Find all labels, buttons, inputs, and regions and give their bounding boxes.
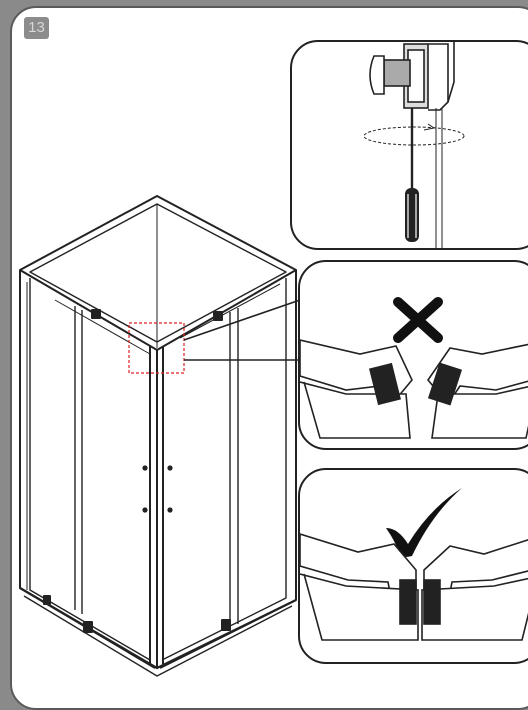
- correct-seal-drawing: [300, 488, 528, 641]
- screwdriver-icon: [405, 108, 419, 242]
- shower-enclosure-illustration: [19, 195, 301, 677]
- roller-adjustment-detail-panel: [290, 40, 528, 250]
- step-number-badge: 13: [24, 17, 49, 39]
- incorrect-seal-drawing: [300, 297, 528, 439]
- check-mark-icon: [386, 488, 462, 557]
- manual-page: 13: [10, 6, 528, 710]
- detail-highlight-box: [128, 322, 185, 374]
- correct-seal-detail-panel: [298, 468, 528, 664]
- cross-mark-icon: [393, 297, 443, 343]
- roller-adjustment-drawing: [363, 42, 465, 248]
- incorrect-seal-detail-panel: [298, 260, 528, 450]
